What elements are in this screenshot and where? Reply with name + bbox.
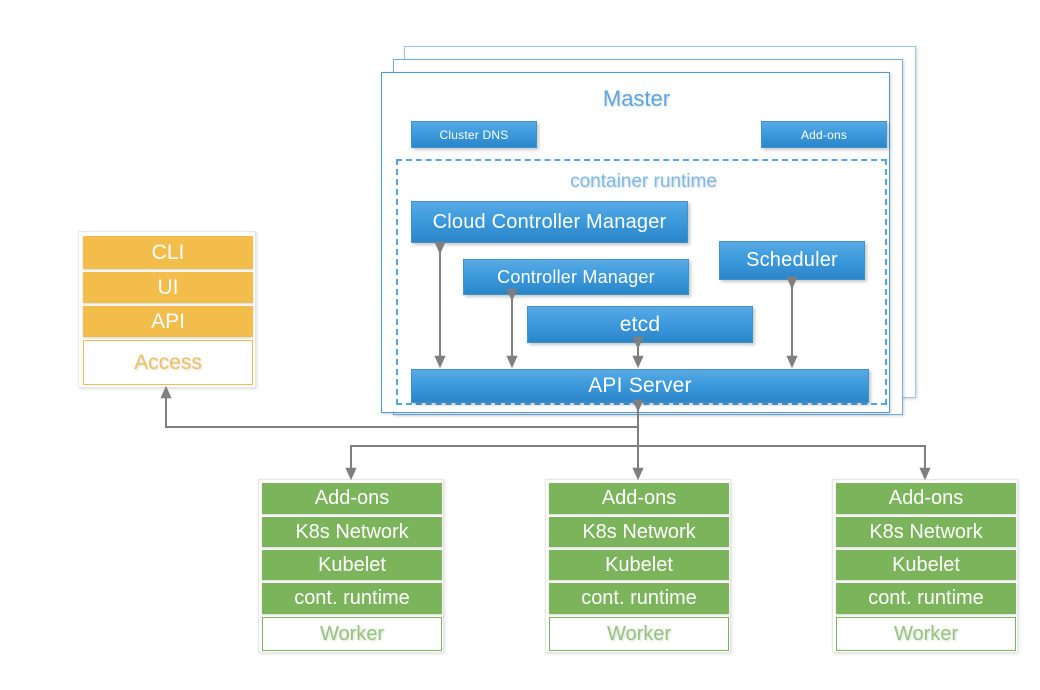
access-panel[interactable]: CLI UI API Access	[78, 231, 256, 388]
access-item-cli[interactable]: CLI	[83, 236, 253, 269]
worker-3-layer-add-ons-label: Add-ons	[888, 487, 964, 509]
chip-cluster-dns-label: Cluster DNS	[439, 127, 509, 142]
worker-2-layer-add-ons-label: Add-ons	[601, 487, 677, 509]
component-controller-manager[interactable]: Controller Manager	[463, 259, 689, 295]
access-item-ui-label: UI	[157, 275, 179, 299]
component-api-server-label: API Server	[588, 374, 692, 397]
wire-bus-to-worker-3	[638, 445, 931, 481]
access-footer-label: Access	[134, 350, 202, 374]
container-runtime-title: container runtime	[570, 171, 717, 192]
worker-3-layer-k8s-network-label: K8s Network	[869, 520, 983, 543]
worker-1-footer: Worker	[262, 617, 442, 651]
access-item-api-label: API	[151, 309, 185, 333]
worker-1-layer-k8s-network-label: K8s Network	[295, 520, 409, 543]
worker-1-layer-cont-runtime[interactable]: cont. runtime	[262, 583, 442, 614]
worker-1-layer-add-ons[interactable]: Add-ons	[262, 483, 442, 514]
worker-2-layer-k8s-network[interactable]: K8s Network	[549, 517, 729, 547]
access-footer: Access	[83, 340, 253, 385]
worker-3-layer-k8s-network[interactable]: K8s Network	[836, 517, 1016, 547]
access-item-cli-label: CLI	[151, 240, 185, 264]
chip-add-ons-label: Add-ons	[800, 127, 848, 142]
worker-1-layer-cont-runtime-label: cont. runtime	[294, 587, 410, 609]
master-title: Master	[602, 86, 671, 111]
worker-3-layer-cont-runtime-label: cont. runtime	[868, 587, 984, 609]
worker-1-layer-k8s-network[interactable]: K8s Network	[262, 517, 442, 547]
worker-3-layer-kubelet[interactable]: Kubelet	[836, 550, 1016, 580]
access-item-api[interactable]: API	[83, 306, 253, 337]
worker-3-layer-add-ons[interactable]: Add-ons	[836, 483, 1016, 514]
component-cloud-controller-manager-label: Cloud Controller Manager	[432, 210, 667, 233]
worker-1-layer-kubelet-label: Kubelet	[318, 553, 386, 576]
worker-node-2[interactable]: Add-ons K8s Network Kubelet cont. runtim…	[545, 479, 731, 653]
worker-node-1[interactable]: Add-ons K8s Network Kubelet cont. runtim…	[258, 479, 444, 653]
worker-2-layer-add-ons[interactable]: Add-ons	[549, 483, 729, 514]
component-controller-manager-label: Controller Manager	[497, 266, 655, 287]
worker-2-layer-cont-runtime[interactable]: cont. runtime	[549, 583, 729, 614]
component-etcd[interactable]: etcd	[527, 306, 753, 343]
master-node[interactable]: Master Cluster DNS Add-ons container run…	[381, 72, 890, 413]
component-api-server[interactable]: API Server	[411, 369, 869, 403]
component-scheduler[interactable]: Scheduler	[719, 241, 865, 280]
worker-1-layer-add-ons-label: Add-ons	[314, 487, 390, 509]
chip-add-ons[interactable]: Add-ons	[761, 121, 887, 148]
component-etcd-label: etcd	[619, 312, 661, 336]
worker-1-layer-kubelet[interactable]: Kubelet	[262, 550, 442, 580]
worker-node-3[interactable]: Add-ons K8s Network Kubelet cont. runtim…	[832, 479, 1018, 653]
worker-2-footer: Worker	[549, 617, 729, 651]
worker-2-layer-cont-runtime-label: cont. runtime	[581, 587, 697, 609]
worker-2-layer-kubelet-label: Kubelet	[605, 553, 673, 576]
worker-2-footer-label: Worker	[606, 622, 672, 645]
worker-3-layer-kubelet-label: Kubelet	[892, 553, 960, 576]
worker-2-layer-k8s-network-label: K8s Network	[582, 520, 696, 543]
access-item-ui[interactable]: UI	[83, 272, 253, 303]
component-scheduler-label: Scheduler	[746, 249, 838, 271]
worker-2-layer-kubelet[interactable]: Kubelet	[549, 550, 729, 580]
worker-3-footer-label: Worker	[893, 622, 959, 645]
component-cloud-controller-manager[interactable]: Cloud Controller Manager	[411, 201, 688, 243]
wire-bus-to-worker-1	[345, 445, 638, 481]
worker-1-footer-label: Worker	[319, 622, 385, 645]
chip-cluster-dns[interactable]: Cluster DNS	[411, 121, 537, 148]
worker-3-footer: Worker	[836, 617, 1016, 651]
worker-3-layer-cont-runtime[interactable]: cont. runtime	[836, 583, 1016, 614]
